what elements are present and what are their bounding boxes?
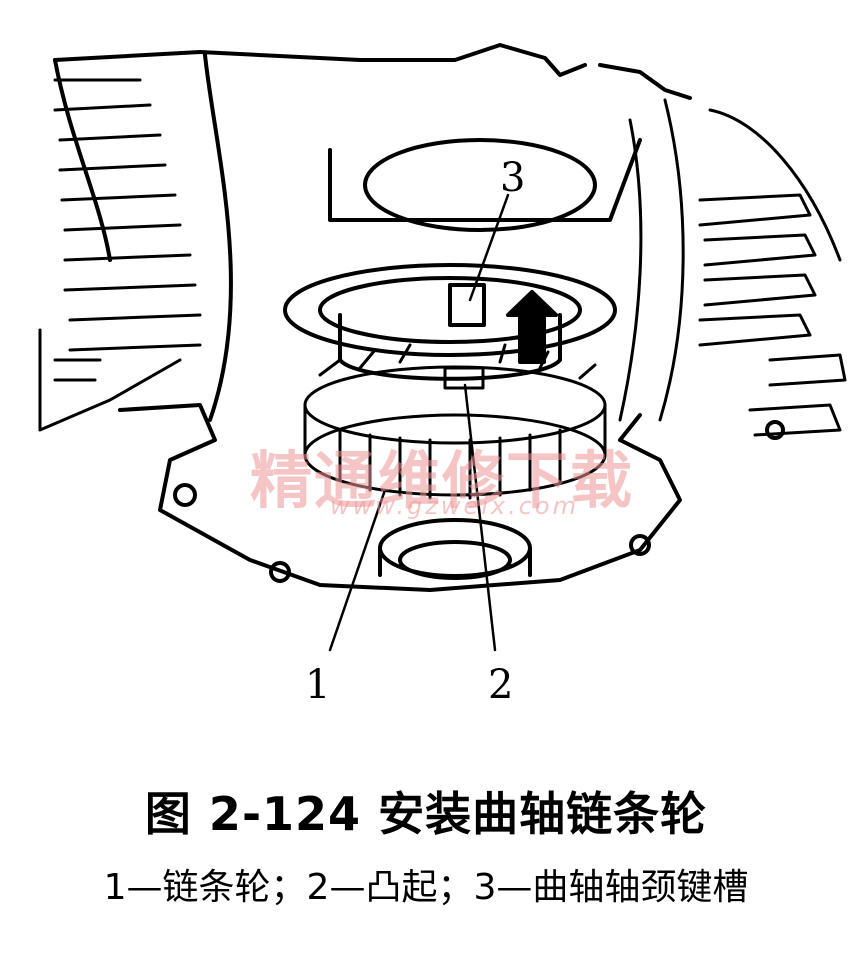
figure-caption-legend: 1—链条轮；2—凸起；3—曲轴轴颈键槽 bbox=[103, 867, 749, 908]
crankshaft-sprocket-illustration bbox=[38, 43, 847, 652]
left-ribbed-block bbox=[38, 78, 202, 432]
callout-3: 3 bbox=[500, 155, 526, 201]
crankshaft-journal bbox=[338, 313, 562, 381]
outer-seal-ring bbox=[283, 263, 617, 357]
arrow-up-icon bbox=[506, 290, 558, 364]
leader-line-1 bbox=[328, 488, 387, 652]
engine-block-top-outline bbox=[53, 43, 587, 77]
right-rib-column bbox=[618, 98, 847, 437]
bolt-hole-right bbox=[629, 534, 651, 556]
figure-caption-title: 图 2-124 安装曲轴链条轮 bbox=[144, 787, 708, 841]
keyway-slot bbox=[448, 283, 486, 327]
leader-line-2 bbox=[463, 383, 497, 652]
callout-1: 1 bbox=[305, 662, 331, 708]
upper-oval-boss bbox=[363, 138, 597, 232]
watermark-cn: 精通维修下载 bbox=[250, 444, 635, 517]
watermark-en: www.gzweix.com bbox=[330, 492, 579, 520]
bolt-hole-bottom bbox=[269, 561, 291, 583]
sprocket-protrusion bbox=[443, 366, 485, 390]
callout-2: 2 bbox=[488, 662, 514, 708]
bolt-hole-left bbox=[173, 483, 197, 507]
leader-line-3 bbox=[468, 193, 510, 302]
lower-housing-flange bbox=[118, 403, 682, 592]
left-housing-curve bbox=[203, 53, 233, 422]
chain-sprocket bbox=[303, 343, 607, 500]
